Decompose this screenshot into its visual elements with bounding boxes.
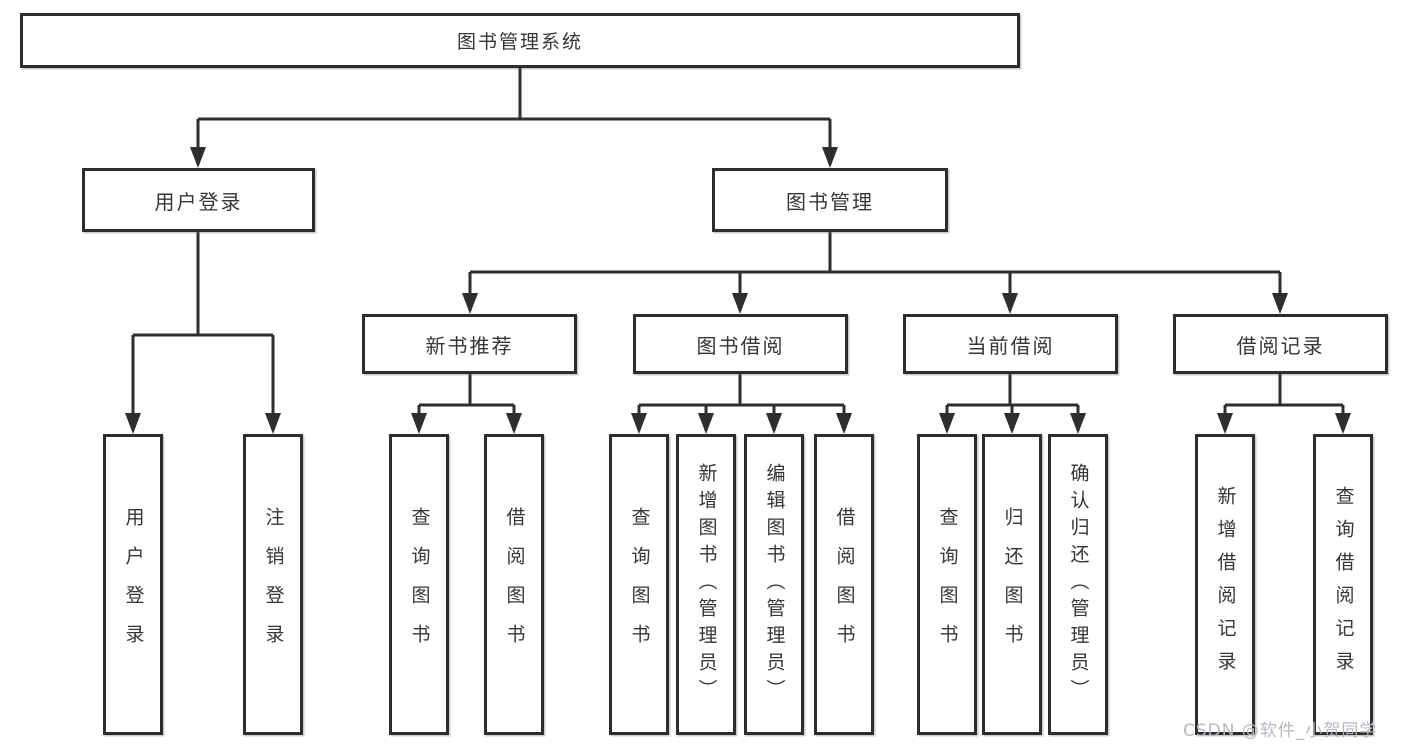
leaf-query-borrow-record: 查询借阅记录 — [1313, 434, 1373, 735]
node-current-borrowing: 当前借阅 — [903, 314, 1118, 374]
leaf-query-books-recommend: 查询图书 — [389, 434, 449, 735]
node-book-management: 图书管理 — [712, 168, 948, 232]
leaf-add-book-admin: 新增图书（管理员） — [676, 434, 736, 735]
leaf-user-login: 用户登录 — [103, 434, 163, 735]
leaf-label: 新增图书（管理员） — [695, 463, 718, 706]
leaf-label: 查询图书 — [628, 506, 651, 663]
leaf-label: 编辑图书（管理员） — [763, 463, 786, 706]
leaf-query-books-current: 查询图书 — [917, 434, 977, 735]
leaf-label: 用户登录 — [122, 506, 145, 663]
node-borrowing-records: 借阅记录 — [1173, 314, 1388, 374]
leaf-label: 查询图书 — [408, 506, 431, 663]
leaf-borrow-books-recommend: 借阅图书 — [484, 434, 544, 735]
leaf-edit-book-admin: 编辑图书（管理员） — [744, 434, 804, 735]
csdn-watermark: CSDN @软件_小贺同学 — [1183, 721, 1378, 741]
leaf-label: 归还图书 — [1001, 506, 1024, 663]
leaf-label: 注销登录 — [262, 506, 285, 663]
leaf-query-books-borrowing: 查询图书 — [609, 434, 669, 735]
leaf-logout: 注销登录 — [243, 434, 303, 735]
leaf-label: 借阅图书 — [503, 506, 526, 663]
leaf-return-books: 归还图书 — [982, 434, 1042, 735]
node-user-login: 用户登录 — [82, 168, 315, 232]
leaf-label: 查询借阅记录 — [1332, 485, 1355, 684]
leaf-confirm-return-admin: 确认归还（管理员） — [1048, 434, 1108, 735]
arrowheads — [125, 147, 1351, 434]
node-new-book-recommendation: 新书推荐 — [362, 314, 577, 374]
leaf-label: 查询图书 — [936, 506, 959, 663]
leaf-borrow-books-borrowing: 借阅图书 — [814, 434, 874, 735]
leaf-label: 确认归还（管理员） — [1067, 463, 1090, 706]
node-book-borrowing: 图书借阅 — [633, 314, 848, 374]
leaf-label: 借阅图书 — [833, 506, 856, 663]
leaf-add-borrow-record: 新增借阅记录 — [1195, 434, 1255, 735]
node-library-management-system: 图书管理系统 — [20, 13, 1020, 68]
leaf-label: 新增借阅记录 — [1214, 485, 1237, 684]
